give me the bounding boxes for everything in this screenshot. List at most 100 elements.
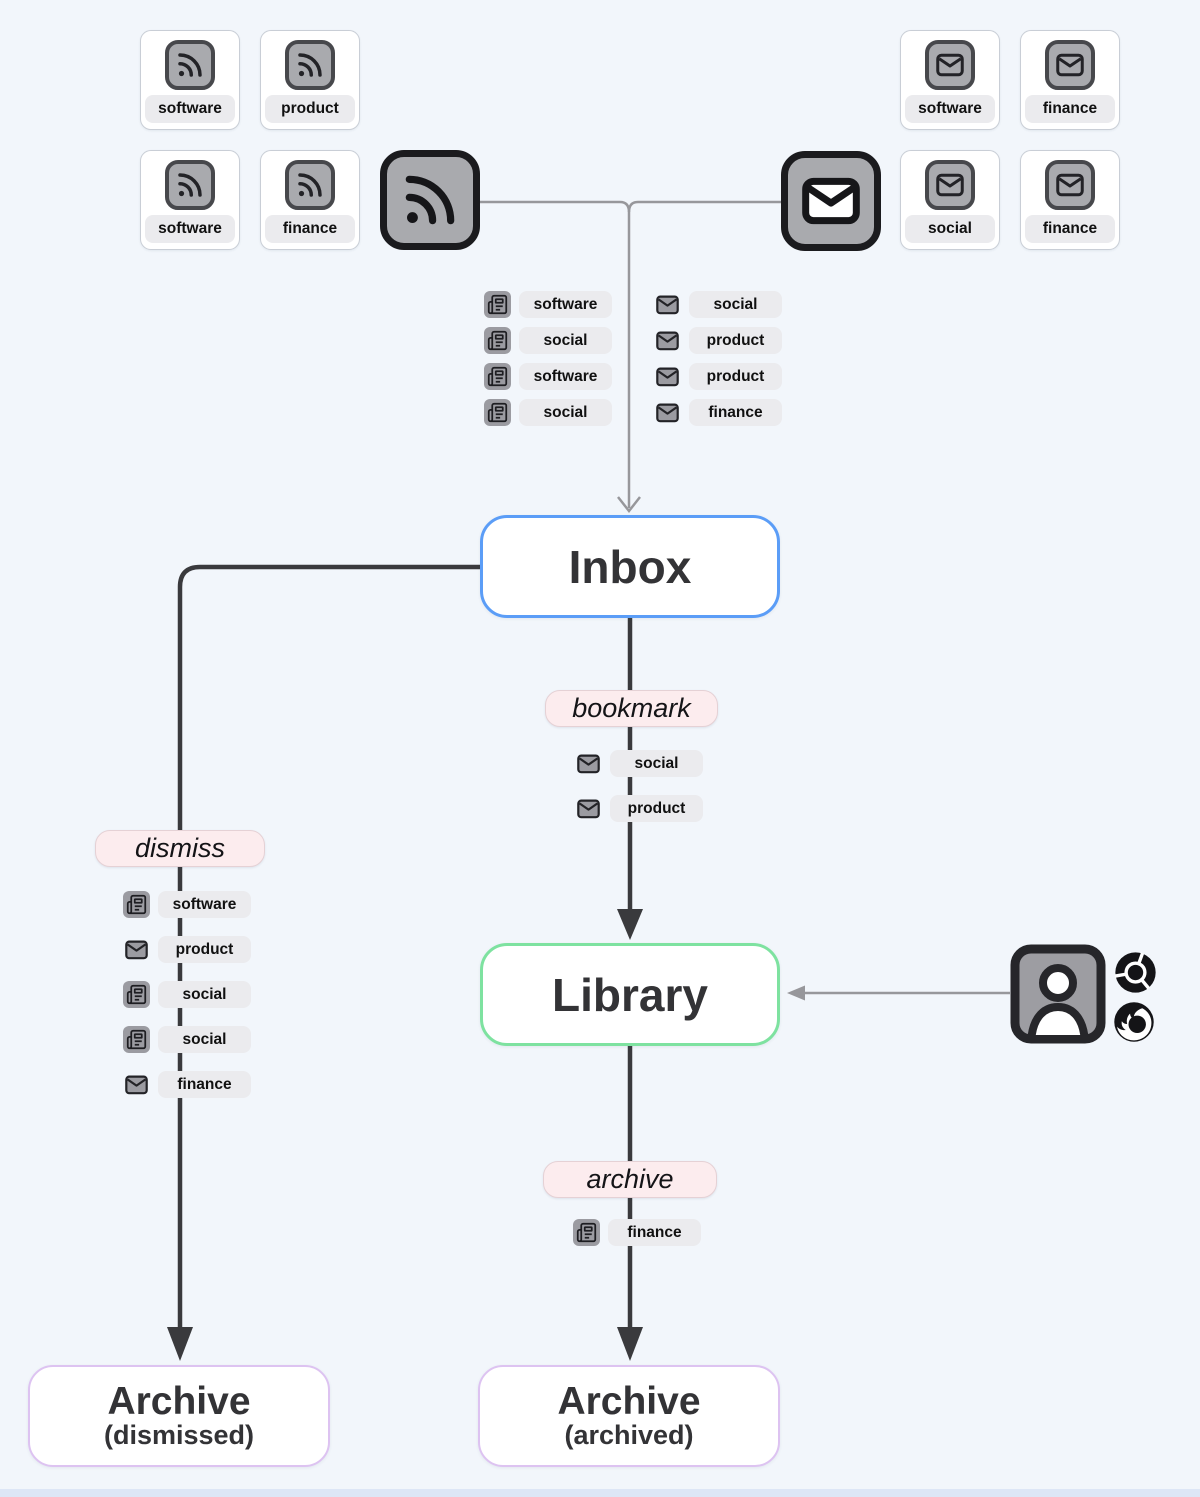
dismiss-item-label: software bbox=[158, 891, 251, 918]
archive-archived-node: Archive (archived) bbox=[478, 1365, 780, 1467]
archive-archived-title: Archive bbox=[557, 1380, 701, 1424]
archive-dismissed-subtitle: (dismissed) bbox=[103, 1420, 255, 1451]
rss-icon bbox=[165, 160, 215, 210]
dismiss-item-label: product bbox=[158, 936, 251, 963]
mail-hub-icon bbox=[781, 151, 881, 251]
mail-source-card: social bbox=[900, 150, 1000, 250]
dismiss-item: software bbox=[123, 891, 251, 918]
dismiss-action-label: dismiss bbox=[134, 833, 225, 863]
stream-item-label: software bbox=[519, 291, 612, 318]
stream-item: social bbox=[484, 399, 612, 426]
stream-item-label: social bbox=[689, 291, 782, 318]
archive-action-pill: archive bbox=[543, 1161, 717, 1198]
bookmark-action-label: bookmark bbox=[572, 693, 691, 723]
rss-source-card: product bbox=[260, 30, 360, 130]
stream-item: software bbox=[484, 363, 612, 390]
stream-item: social bbox=[654, 291, 782, 318]
archive-dismissed-title: Archive bbox=[107, 1380, 251, 1424]
inbox-to-archive-dismissed-connector bbox=[167, 564, 480, 1361]
mail-icon bbox=[1045, 40, 1095, 90]
stream-item-label: finance bbox=[689, 399, 782, 426]
inbox-to-library-connector bbox=[617, 617, 643, 940]
stream-item: finance bbox=[654, 399, 782, 426]
feed-category-label: finance bbox=[1025, 215, 1115, 243]
newspaper-icon bbox=[123, 891, 150, 918]
stream-item: software bbox=[484, 291, 612, 318]
newspaper-icon bbox=[123, 981, 150, 1008]
agent-to-library-connector bbox=[787, 985, 1010, 1001]
viewport-bottom-edge bbox=[0, 1489, 1200, 1497]
stream-item-label: social bbox=[519, 399, 612, 426]
chrome-browser-icon bbox=[1114, 952, 1156, 993]
bookmark-item: social bbox=[575, 750, 703, 777]
rss-icon bbox=[285, 160, 335, 210]
firefox-browser-icon bbox=[1114, 1002, 1154, 1042]
feed-category-label: finance bbox=[1025, 95, 1115, 123]
mail-source-card: finance bbox=[1020, 150, 1120, 250]
mail-icon bbox=[123, 1071, 150, 1098]
newspaper-icon bbox=[484, 363, 511, 390]
stream-item: product bbox=[654, 363, 782, 390]
mail-icon bbox=[1045, 160, 1095, 210]
inbox-node-label: Inbox bbox=[568, 540, 692, 593]
feed-category-label: software bbox=[905, 95, 995, 123]
newspaper-icon bbox=[484, 291, 511, 318]
newspaper-icon bbox=[123, 1026, 150, 1053]
archive-action-label: archive bbox=[586, 1164, 674, 1194]
library-node-label: Library bbox=[552, 968, 708, 1021]
archive-dismissed-node: Archive (dismissed) bbox=[28, 1365, 330, 1467]
mail-icon bbox=[575, 795, 602, 822]
rss-source-card: finance bbox=[260, 150, 360, 250]
stream-item-label: social bbox=[519, 327, 612, 354]
bookmark-item-label: social bbox=[610, 750, 703, 777]
feed-category-label: software bbox=[145, 215, 235, 243]
reader-person-icon bbox=[1010, 944, 1106, 1044]
mail-icon bbox=[654, 399, 681, 426]
mail-source-card: software bbox=[900, 30, 1000, 130]
dismiss-item: social bbox=[123, 981, 251, 1008]
mail-icon bbox=[925, 160, 975, 210]
dismiss-item: product bbox=[123, 936, 251, 963]
rss-icon bbox=[165, 40, 215, 90]
mail-icon bbox=[654, 291, 681, 318]
rss-icon bbox=[285, 40, 335, 90]
feed-category-label: product bbox=[265, 95, 355, 123]
newspaper-icon bbox=[484, 399, 511, 426]
dismiss-item-label: social bbox=[158, 1026, 251, 1053]
rss-hub-icon bbox=[380, 150, 480, 250]
newspaper-icon bbox=[573, 1219, 600, 1246]
feed-category-label: finance bbox=[265, 215, 355, 243]
feed-category-label: social bbox=[905, 215, 995, 243]
mail-icon bbox=[654, 363, 681, 390]
bookmark-action-pill: bookmark bbox=[545, 690, 718, 727]
mail-icon bbox=[654, 327, 681, 354]
stream-item: product bbox=[654, 327, 782, 354]
stream-item-label: software bbox=[519, 363, 612, 390]
archive-item-label: finance bbox=[608, 1219, 701, 1246]
dismiss-action-pill: dismiss bbox=[95, 830, 265, 867]
feed-category-label: software bbox=[145, 95, 235, 123]
stream-item: social bbox=[484, 327, 612, 354]
rss-source-card: software bbox=[140, 150, 240, 250]
source-to-inbox-connector bbox=[480, 200, 781, 514]
library-to-archive-archived-connector bbox=[617, 1046, 643, 1361]
archive-archived-subtitle: (archived) bbox=[564, 1420, 694, 1451]
bookmark-item: product bbox=[575, 795, 703, 822]
library-node: Library bbox=[480, 943, 780, 1046]
mail-icon bbox=[575, 750, 602, 777]
mail-icon bbox=[925, 40, 975, 90]
archive-item: finance bbox=[573, 1219, 701, 1246]
dismiss-item: finance bbox=[123, 1071, 251, 1098]
bookmark-item-label: product bbox=[610, 795, 703, 822]
rss-source-card: software bbox=[140, 30, 240, 130]
dismiss-item-label: social bbox=[158, 981, 251, 1008]
dismiss-item-label: finance bbox=[158, 1071, 251, 1098]
newspaper-icon bbox=[484, 327, 511, 354]
stream-item-label: product bbox=[689, 327, 782, 354]
inbox-node: Inbox bbox=[480, 515, 780, 618]
mail-source-card: finance bbox=[1020, 30, 1120, 130]
stream-item-label: product bbox=[689, 363, 782, 390]
mail-icon bbox=[123, 936, 150, 963]
